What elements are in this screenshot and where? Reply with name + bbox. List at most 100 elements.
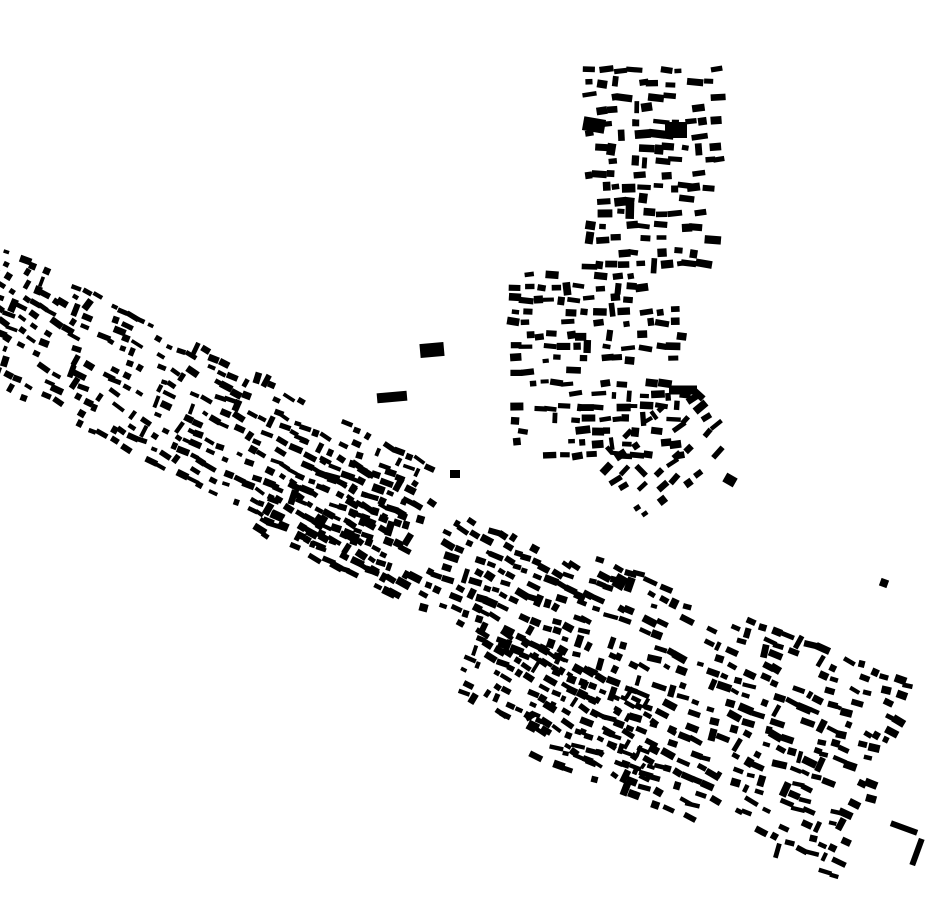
- building: [615, 93, 633, 103]
- building: [111, 315, 120, 325]
- building: [584, 171, 593, 180]
- building: [410, 499, 424, 511]
- building: [394, 457, 403, 467]
- building: [606, 170, 615, 178]
- building: [641, 415, 654, 426]
- building: [205, 447, 216, 456]
- building: [244, 430, 255, 442]
- building: [645, 772, 661, 783]
- building: [340, 419, 354, 428]
- building: [742, 627, 752, 639]
- building: [619, 768, 632, 784]
- building: [677, 731, 693, 743]
- building: [96, 331, 112, 342]
- building: [622, 428, 634, 440]
- building: [441, 574, 455, 585]
- building: [595, 143, 610, 152]
- building: [532, 593, 545, 608]
- building: [608, 437, 615, 451]
- building: [378, 571, 389, 583]
- building: [415, 514, 426, 525]
- building: [349, 483, 358, 493]
- building: [668, 355, 679, 361]
- building: [370, 506, 380, 517]
- building: [432, 584, 442, 595]
- building: [658, 595, 670, 605]
- building: [552, 412, 558, 424]
- building: [293, 433, 308, 444]
- building: [666, 416, 681, 422]
- building: [0, 355, 10, 368]
- building: [542, 358, 549, 364]
- building: [3, 249, 10, 255]
- building: [156, 383, 164, 393]
- building: [510, 416, 520, 425]
- building: [79, 323, 90, 331]
- building: [314, 442, 325, 454]
- building: [638, 144, 655, 153]
- building: [686, 182, 701, 193]
- building: [348, 475, 362, 484]
- building: [380, 512, 389, 521]
- building: [712, 155, 725, 163]
- building: [593, 696, 602, 705]
- building: [640, 234, 651, 242]
- building: [508, 292, 522, 302]
- building: [508, 595, 520, 605]
- building: [188, 438, 203, 450]
- building: [571, 417, 581, 424]
- building: [804, 849, 820, 857]
- building: [556, 644, 569, 656]
- building: [363, 431, 372, 441]
- building: [829, 872, 839, 880]
- building: [218, 421, 230, 429]
- building: [581, 755, 594, 765]
- building: [401, 569, 411, 580]
- building: [805, 690, 814, 700]
- building: [889, 820, 919, 836]
- building: [82, 287, 93, 297]
- building: [599, 415, 612, 423]
- building: [496, 602, 510, 612]
- building: [95, 428, 109, 440]
- building: [27, 261, 38, 271]
- building: [669, 439, 682, 450]
- building: [506, 316, 520, 327]
- building: [231, 398, 243, 413]
- building: [705, 667, 721, 678]
- building: [499, 672, 513, 683]
- building: [51, 371, 62, 380]
- building: [246, 410, 259, 419]
- building: [800, 769, 810, 777]
- building: [90, 403, 99, 413]
- building: [685, 118, 697, 125]
- building: [707, 727, 718, 742]
- building: [529, 616, 542, 628]
- building: [742, 783, 750, 794]
- building: [578, 439, 586, 446]
- building: [426, 497, 438, 508]
- building: [441, 563, 453, 573]
- building: [477, 621, 489, 637]
- building: [266, 495, 281, 505]
- building: [663, 92, 677, 100]
- building: [778, 823, 790, 833]
- building: [456, 524, 470, 536]
- building: [371, 483, 386, 495]
- building: [107, 338, 115, 346]
- building: [634, 129, 652, 140]
- building: [884, 713, 895, 721]
- building: [660, 66, 673, 74]
- building: [232, 498, 240, 507]
- building: [552, 626, 563, 635]
- building: [602, 181, 611, 191]
- building: [127, 423, 137, 432]
- building: [471, 644, 479, 657]
- building: [676, 331, 687, 341]
- building: [386, 489, 395, 497]
- building: [631, 766, 640, 776]
- building: [542, 674, 558, 687]
- building: [681, 144, 689, 151]
- building: [279, 412, 290, 422]
- building: [335, 490, 345, 500]
